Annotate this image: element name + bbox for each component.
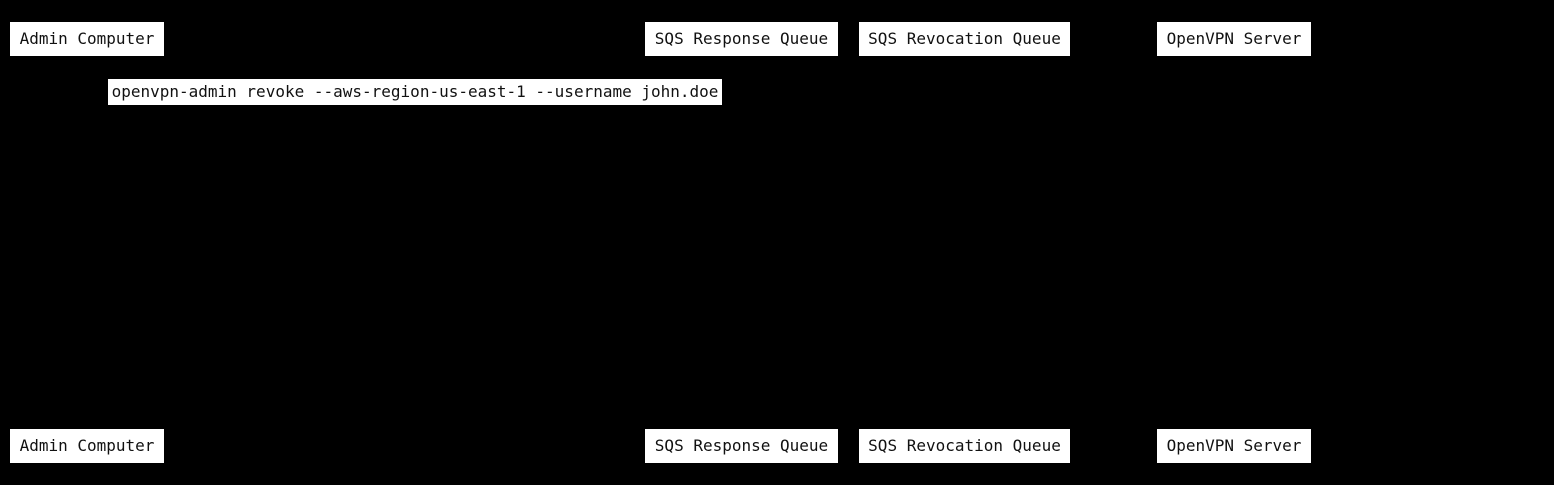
lifeline-sqs-response-queue — [741, 56, 742, 429]
lifeline-openvpn-server — [1234, 56, 1235, 429]
participant-sqs-response-queue-top: SQS Response Queue — [645, 22, 838, 56]
lifeline-admin-computer — [86, 56, 87, 429]
participant-sqs-revocation-queue-bottom: SQS Revocation Queue — [859, 429, 1070, 463]
participant-openvpn-server-top: OpenVPN Server — [1157, 22, 1311, 56]
participant-admin-computer-top: Admin Computer — [10, 22, 164, 56]
participant-admin-computer-bottom: Admin Computer — [10, 429, 164, 463]
participant-openvpn-server-bottom: OpenVPN Server — [1157, 429, 1311, 463]
lifeline-sqs-revocation-queue — [964, 56, 965, 429]
message-label-revoke-command: openvpn-admin revoke --aws-region-us-eas… — [108, 79, 722, 105]
participant-sqs-revocation-queue-top: SQS Revocation Queue — [859, 22, 1070, 56]
participant-sqs-response-queue-bottom: SQS Response Queue — [645, 429, 838, 463]
